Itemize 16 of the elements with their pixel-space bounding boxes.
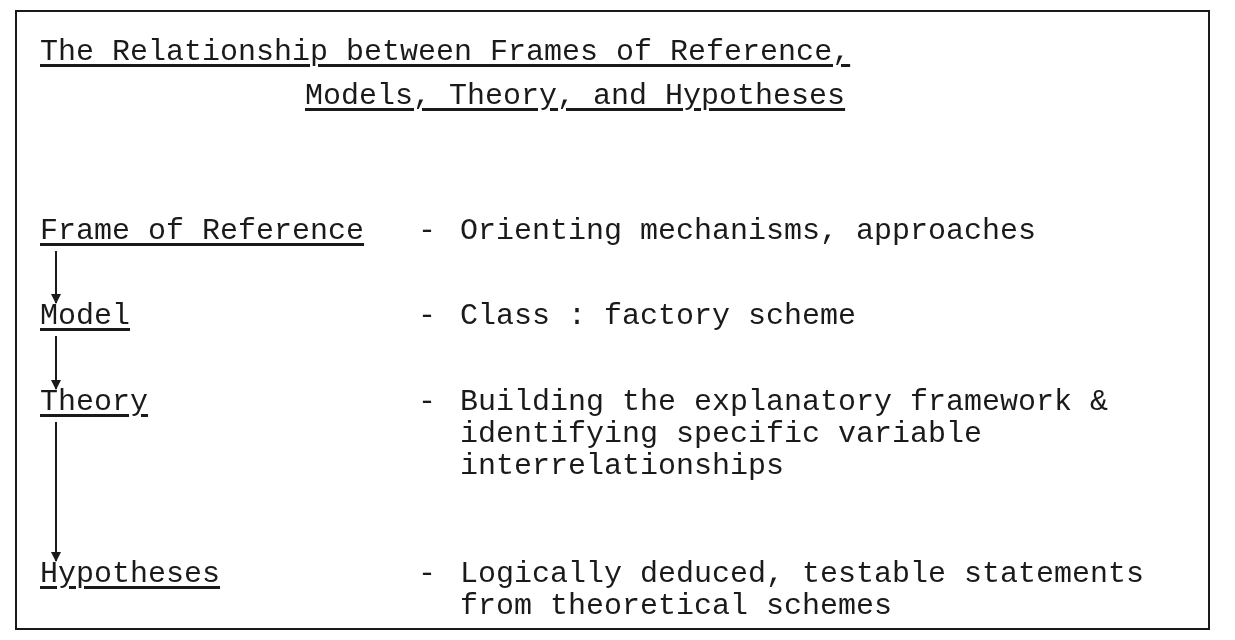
description-text: Building the explanatory framework & identifying specific variable interrelationships: [460, 386, 1110, 482]
term-label: Model: [40, 300, 130, 332]
term-label: Frame of Reference: [40, 215, 365, 247]
dash: -: [418, 300, 436, 332]
term-label: Theory: [40, 386, 149, 418]
title: The Relationship between Frames of Reference, Models, Theory, and Hypotheses: [40, 34, 852, 115]
arrow: [51, 250, 61, 304]
description-text: Class : factory scheme: [460, 300, 858, 332]
arrow: [51, 335, 61, 390]
description-text: Logically deduced, testable statements from theoretical schemes: [460, 558, 1146, 622]
arrow: [51, 421, 61, 562]
description-text: Orienting mechanisms, approaches: [460, 215, 1038, 247]
dash: -: [418, 215, 436, 247]
dash: -: [418, 558, 436, 590]
dash: -: [418, 386, 436, 418]
term-label: Hypotheses: [40, 558, 221, 590]
